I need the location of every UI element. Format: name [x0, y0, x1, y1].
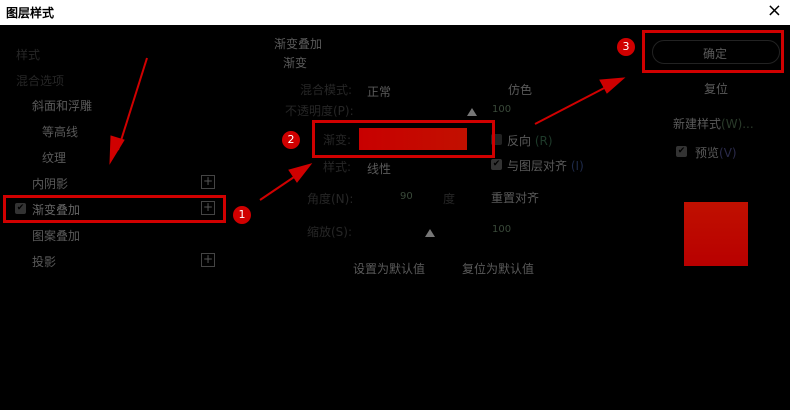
- new-style-button[interactable]: 新建样式(W)...: [673, 115, 754, 132]
- style-label: 样式:: [323, 160, 352, 174]
- reverse-checkbox[interactable]: [491, 134, 502, 145]
- angle-unit: 度: [443, 192, 456, 206]
- ok-button-label: 确定: [703, 47, 728, 61]
- gradient-label: 渐变:: [323, 133, 352, 147]
- opacity-value[interactable]: 100: [492, 104, 512, 115]
- subsection-title: 渐变: [283, 56, 308, 70]
- add-inner-shadow-button[interactable]: +: [201, 174, 215, 189]
- add-drop-shadow-button[interactable]: +: [201, 252, 215, 267]
- arrow-2-shaft: [259, 172, 301, 201]
- dither-checkbox[interactable]: 仿色: [508, 83, 533, 97]
- align-label[interactable]: 与图层对齐 (I): [507, 157, 584, 174]
- reverse-label[interactable]: 反向 (R): [507, 132, 553, 149]
- reset-button[interactable]: 复位: [704, 82, 729, 96]
- annotation-badge-2: 2: [282, 131, 300, 149]
- angle-value[interactable]: 90: [400, 191, 413, 202]
- ok-button[interactable]: [652, 40, 780, 64]
- highlight-box-2: [312, 120, 495, 158]
- blend-mode-label: 混合模式:: [300, 83, 353, 97]
- sidebar-blend-options[interactable]: 混合选项: [16, 74, 65, 88]
- preview-checkbox[interactable]: ✔: [676, 146, 687, 157]
- sidebar-item-pattern-overlay[interactable]: 图案叠加: [32, 229, 81, 243]
- window-title: 图层样式: [6, 6, 55, 20]
- arrow-1-shaft: [117, 57, 148, 151]
- scale-value[interactable]: 100: [492, 224, 512, 235]
- annotation-badge-3: 3: [617, 38, 635, 56]
- arrow-3-shaft: [534, 83, 613, 125]
- new-style-text: 新建样式: [673, 117, 722, 131]
- preview-swatch: [684, 202, 748, 266]
- scale-label: 缩放(S):: [307, 225, 353, 239]
- reset-align-button[interactable]: 重置对齐: [491, 191, 540, 205]
- scale-slider-thumb[interactable]: [425, 229, 435, 237]
- gradient-overlay-checkbox[interactable]: ✔: [15, 203, 26, 214]
- blend-mode-select[interactable]: 正常: [367, 85, 392, 99]
- sidebar-item-drop-shadow[interactable]: 投影: [32, 255, 57, 269]
- preview-text: 预览: [695, 146, 720, 160]
- gradient-picker[interactable]: [359, 128, 467, 150]
- opacity-slider-thumb[interactable]: [467, 108, 477, 116]
- sidebar-styles-header[interactable]: 样式: [16, 48, 41, 62]
- close-icon[interactable]: ×: [766, 0, 782, 21]
- section-title: 渐变叠加: [274, 37, 323, 51]
- sidebar-item-gradient-overlay[interactable]: 渐变叠加: [32, 203, 81, 217]
- reverse-key: (R): [534, 134, 553, 148]
- title-bar: 图层样式 ×: [0, 0, 790, 25]
- annotation-badge-1: 1: [233, 206, 251, 224]
- reverse-text: 反向: [507, 134, 532, 148]
- reset-default-button[interactable]: 复位为默认值: [462, 262, 535, 276]
- style-select[interactable]: 线性: [367, 162, 392, 176]
- align-text: 与图层对齐: [507, 159, 568, 173]
- arrow-2-head: [288, 163, 313, 183]
- angle-label: 角度(N):: [307, 192, 354, 206]
- sidebar-item-texture[interactable]: 纹理: [42, 151, 67, 165]
- align-checkbox[interactable]: ✔: [491, 159, 502, 170]
- sidebar-item-inner-shadow[interactable]: 内阴影: [32, 177, 69, 191]
- highlight-box-1: [3, 195, 226, 223]
- arrow-1-head: [109, 135, 125, 165]
- arrow-3-head: [599, 77, 626, 94]
- new-style-key: (W)...: [721, 117, 754, 131]
- sidebar-item-bevel[interactable]: 斜面和浮雕: [32, 99, 93, 113]
- preview-label[interactable]: 预览(V): [695, 144, 737, 161]
- set-default-button[interactable]: 设置为默认值: [353, 262, 426, 276]
- highlight-box-3: [642, 30, 784, 73]
- opacity-label: 不透明度(P):: [285, 104, 354, 118]
- preview-key: (V): [719, 146, 737, 160]
- align-key: (I): [570, 159, 584, 173]
- add-gradient-overlay-button[interactable]: +: [201, 200, 215, 215]
- sidebar-item-contour[interactable]: 等高线: [42, 125, 79, 139]
